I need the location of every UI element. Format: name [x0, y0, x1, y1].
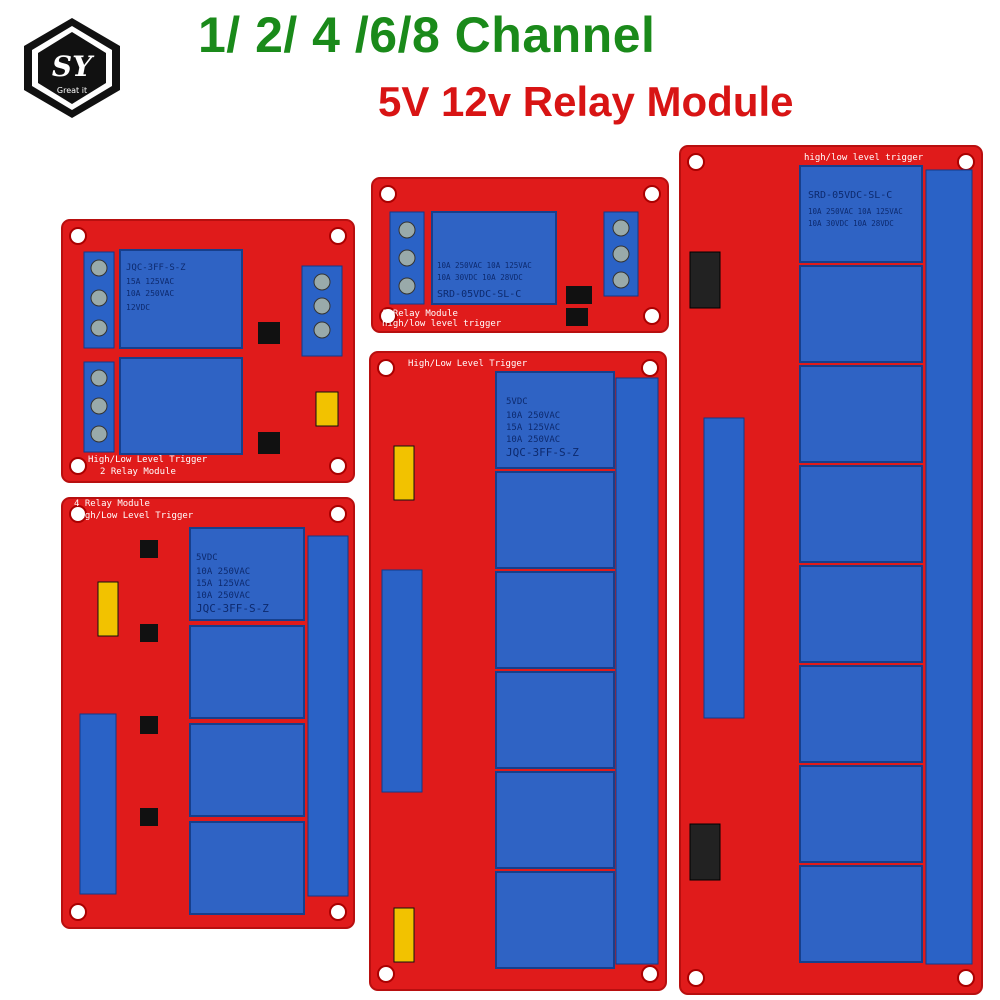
- one-channel-relay-model: SRD-05VDC-SL-C: [437, 289, 521, 300]
- logo-initials: SY: [52, 50, 95, 83]
- four-channel-trigger: High/Low Level Trigger: [74, 511, 194, 521]
- one-channel-trigger: high/low level trigger: [382, 319, 502, 329]
- six-channel-relay-line3: 15A 125VAC: [506, 423, 560, 433]
- one-channel-label: 1 Relay Module: [382, 309, 458, 319]
- six-channel-relay-model: JQC-3FF-S-Z: [506, 446, 579, 459]
- eight-channel-relay-line2: 10A 250VAC 10A 125VAC: [808, 207, 903, 216]
- six-channel-relay-line2: 10A 250VAC: [506, 411, 560, 421]
- one-channel-board: [371, 177, 669, 333]
- two-channel-relay-line2: 15A 125VAC: [126, 277, 174, 286]
- two-channel-relay-model: JQC-3FF-S-Z: [126, 263, 186, 273]
- sy-logo: SY Great it: [24, 18, 120, 118]
- eight-channel-relay-line3: 10A 30VDC 10A 28VDC: [808, 219, 894, 228]
- two-channel-label: 2 Relay Module: [100, 467, 176, 477]
- six-channel-board: [369, 351, 667, 991]
- four-channel-label: 4 Relay Module: [74, 499, 150, 509]
- four-channel-relay-line4: 10A 250VAC: [196, 591, 250, 601]
- four-channel-board: [61, 497, 355, 929]
- one-channel-relay-line2: 10A 30VDC 10A 28VDC: [437, 273, 523, 282]
- subheadline: 5V 12v Relay Module: [378, 78, 794, 125]
- four-channel-relay-line2: 10A 250VAC: [196, 567, 250, 577]
- two-channel-relay-line4: 12VDC: [126, 303, 150, 312]
- six-channel-relay-line1: 5VDC: [506, 397, 528, 407]
- one-channel-relay-line1: 10A 250VAC 10A 125VAC: [437, 261, 532, 270]
- six-channel-relay-line4: 10A 250VAC: [506, 435, 560, 445]
- four-channel-relay-model: JQC-3FF-S-Z: [196, 602, 269, 615]
- eight-channel-relay-model: SRD-05VDC-SL-C: [808, 190, 892, 201]
- four-channel-relay-line1: 5VDC: [196, 553, 218, 563]
- headline: 1/ 2/ 4 /6/8 Channel: [198, 7, 656, 63]
- eight-channel-board: [679, 145, 983, 995]
- eight-channel-trigger: high/low level trigger: [804, 153, 924, 163]
- four-channel-relay-line3: 15A 125VAC: [196, 579, 250, 589]
- two-channel-relay-line3: 10A 250VAC: [126, 289, 174, 298]
- two-channel-board: [61, 219, 355, 483]
- logo-tagline: Great it: [57, 86, 87, 95]
- two-channel-trigger: High/Low Level Trigger: [88, 455, 208, 465]
- six-channel-trigger: High/Low Level Trigger: [408, 359, 528, 369]
